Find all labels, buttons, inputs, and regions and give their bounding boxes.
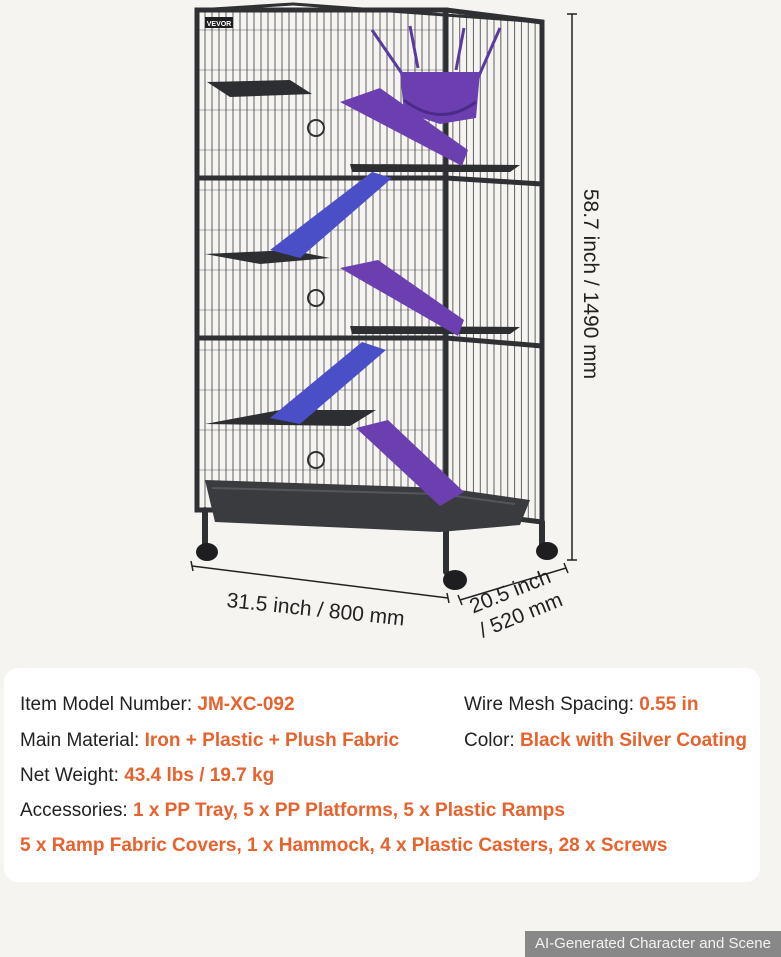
spec-model-value: JM-XC-092 — [197, 694, 295, 715]
spec-color-value: Black with Silver Coating — [519, 730, 747, 751]
spec-mesh-value: 0.55 in — [639, 694, 699, 715]
brand-label: VEVOR — [207, 21, 232, 28]
spec-material-value: Iron + Plastic + Plush Fabric — [144, 730, 400, 751]
product-figure: VEVOR 58.7 inch / 1490 mm 31.5 inch / 80… — [190, 2, 602, 642]
spec-color: Color: Black with Silver Coating — [464, 730, 747, 752]
specifications-card: Item Model Number: JM-XC-092 Wire Mesh S… — [4, 668, 760, 882]
spec-accessories-label: Accessories: — [20, 800, 133, 821]
hammock — [370, 25, 502, 124]
spec-weight-value: 43.4 lbs / 19.7 kg — [124, 765, 275, 786]
spec-model-label: Item Model Number: — [20, 694, 198, 715]
platforms — [205, 80, 520, 426]
bottom-tray — [205, 480, 530, 532]
spec-accessories-value: 1 x PP Tray, 5 x PP Platforms, 5 x Plast… — [132, 800, 565, 821]
height-dimension-label: 58.7 inch / 1490 mm — [579, 188, 602, 380]
ai-generated-badge: AI-Generated Character and Scene — [525, 931, 781, 957]
spec-mesh-spacing: Wire Mesh Spacing: 0.55 in — [464, 694, 698, 716]
spec-material-label: Main Material: — [20, 730, 145, 751]
spec-main-material: Main Material: Iron + Plastic + Plush Fa… — [20, 730, 399, 752]
spec-model-number: Item Model Number: JM-XC-092 — [20, 694, 295, 716]
spec-accessories-value-2: 5 x Ramp Fabric Covers, 1 x Hammock, 4 x… — [20, 835, 668, 856]
spec-color-label: Color: — [464, 730, 520, 751]
dimension-lines — [190, 13, 577, 606]
ramps — [270, 88, 468, 506]
spec-net-weight: Net Weight: 43.4 lbs / 19.7 kg — [20, 765, 274, 787]
spec-accessories-continued: 5 x Ramp Fabric Covers, 1 x Hammock, 4 x… — [20, 835, 667, 857]
spec-mesh-label: Wire Mesh Spacing: — [464, 694, 640, 715]
spec-accessories: Accessories: 1 x PP Tray, 5 x PP Platfor… — [20, 800, 565, 822]
brand-label-box — [205, 17, 233, 28]
spec-weight-label: Net Weight: — [20, 765, 125, 786]
caster-wheels — [196, 542, 558, 590]
cage-illustration: VEVOR — [190, 2, 577, 606]
